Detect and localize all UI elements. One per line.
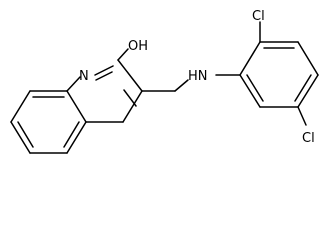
double-bond [17, 121, 34, 148]
quinoline-benzo-ring [10, 90, 87, 154]
double-bond [246, 74, 264, 102]
bond [174, 79, 189, 92]
bond [239, 41, 261, 76]
bond [66, 90, 87, 123]
dichlorophenyl-ring [239, 21, 319, 126]
bond [117, 48, 129, 61]
bond [122, 90, 143, 123]
bond [297, 41, 319, 76]
bond [239, 74, 261, 108]
bond [297, 106, 307, 126]
methylene-amine-linker [141, 74, 241, 92]
bond [10, 90, 31, 123]
chlorine-bottom-label: Cl [302, 131, 315, 146]
quinoline-pyridine-ring [66, 48, 143, 123]
amine-label: HN [188, 69, 208, 84]
bond [94, 65, 114, 76]
ring-nitrogen-label: N [79, 69, 89, 84]
hydroxyl-label: OH [128, 39, 148, 54]
double-bond [63, 121, 80, 148]
double-bond [294, 74, 312, 102]
bond [66, 76, 81, 92]
chlorine-top-label: Cl [252, 9, 265, 24]
structure-diagram: OH N HN Cl Cl [10, 9, 319, 154]
bond [10, 121, 31, 154]
bond [66, 121, 87, 154]
bond [117, 59, 143, 92]
double-bond [95, 71, 113, 81]
bond [297, 74, 319, 108]
